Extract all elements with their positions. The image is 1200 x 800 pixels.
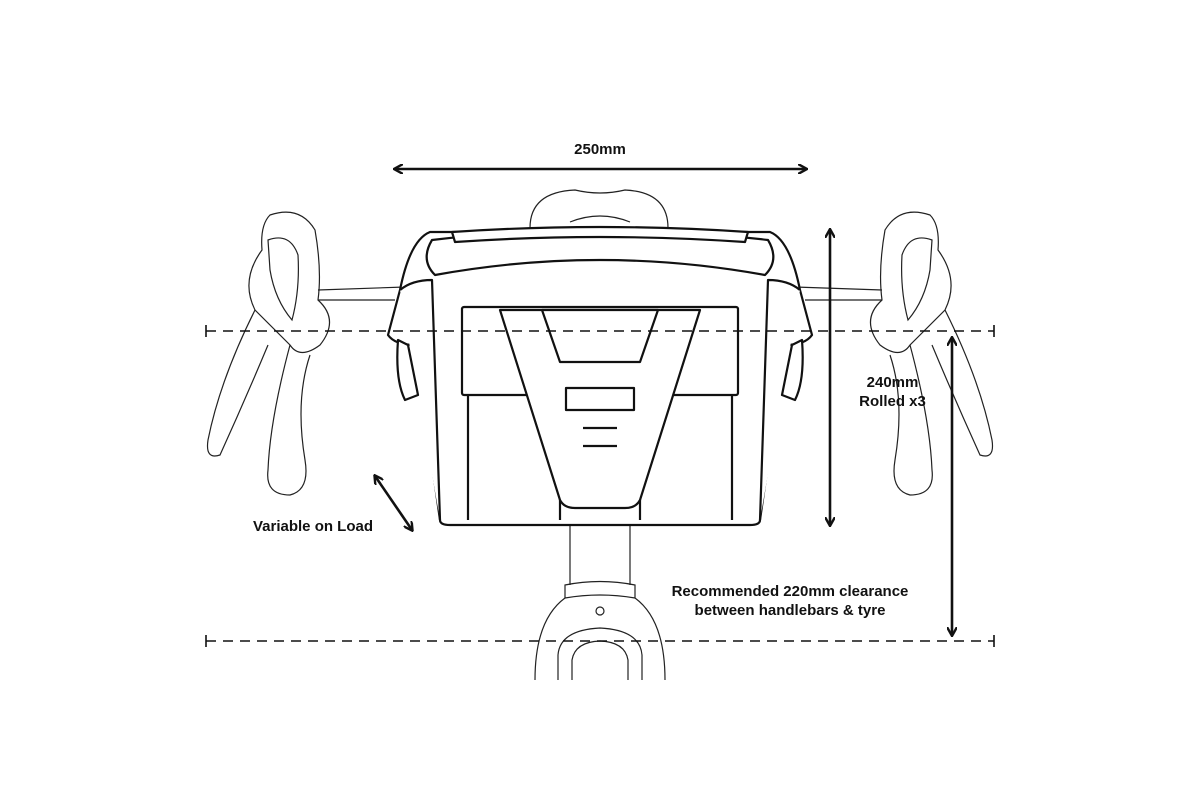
clearance-line-2: between handlebars & tyre <box>694 602 886 619</box>
clearance-line-1: Recommended 220mm clearance <box>671 583 909 600</box>
height-note: Rolled x3 <box>859 393 926 410</box>
height-value: 240mm <box>866 374 919 391</box>
variable-label: Variable on Load <box>252 518 374 535</box>
reference-lines <box>205 325 995 647</box>
variable-arrow <box>375 476 412 530</box>
handlebar-bag <box>386 225 814 527</box>
clearance-label: Recommended 220mm clearance between hand… <box>650 582 930 620</box>
width-label: 250mm <box>574 141 626 158</box>
bike-front-drawing <box>206 189 994 681</box>
height-label: 240mm Rolled x3 <box>840 373 945 411</box>
